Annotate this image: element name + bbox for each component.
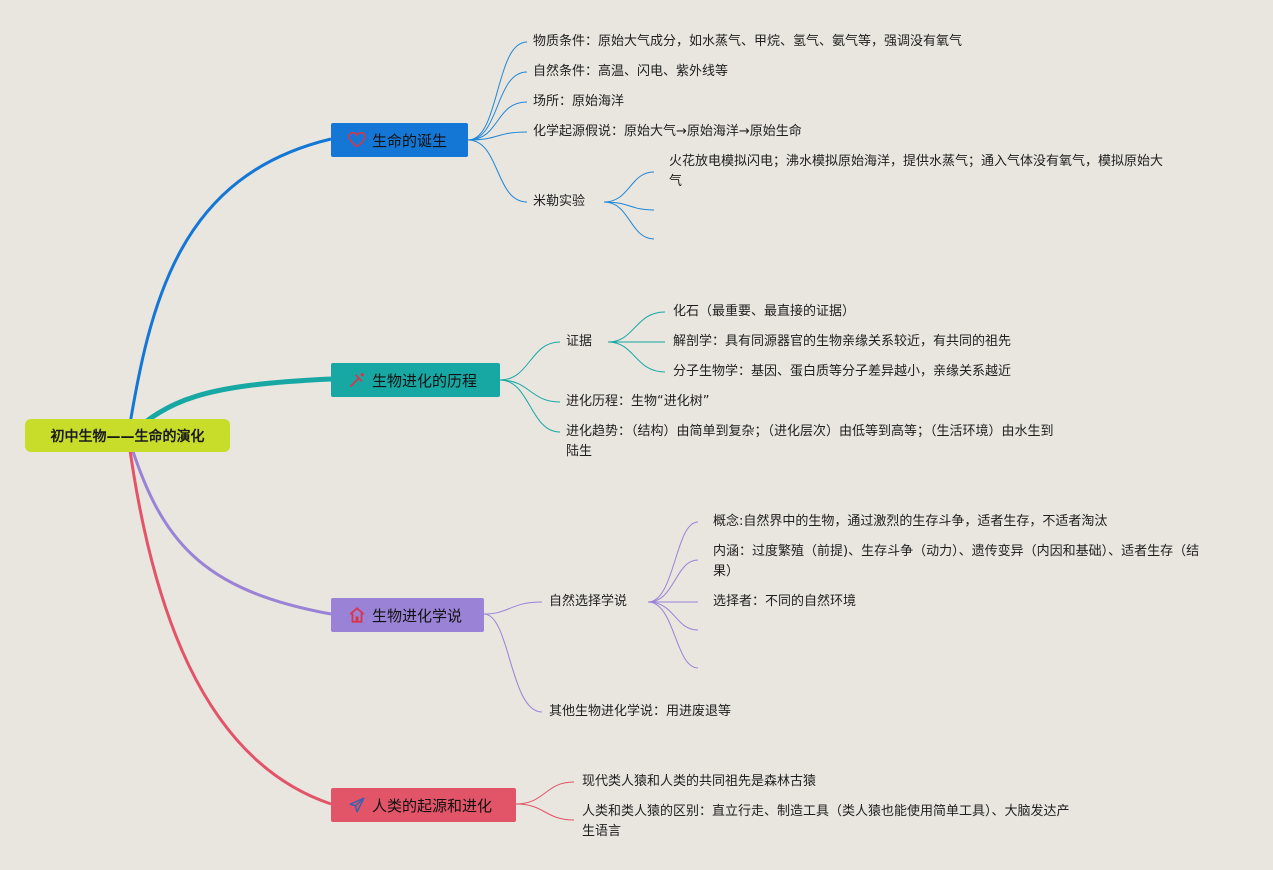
leaf-evidence[interactable]: 证据	[566, 334, 593, 349]
leaf-other-theories[interactable]: 其他生物进化学说：用进废退等	[549, 704, 732, 719]
branch-label: 人类的起源和进化	[372, 796, 493, 815]
branch-evolution-theory[interactable]: 生物进化学说	[331, 598, 484, 632]
leaf-location[interactable]: 场所：原始海洋	[533, 94, 625, 109]
leaf-natural-selection[interactable]: 自然选择学说	[549, 594, 628, 609]
connector-root-branch3	[126, 435, 332, 616]
tools-icon	[347, 370, 367, 390]
leaf-selector[interactable]: 选择者：不同的自然环境	[713, 594, 857, 609]
branch-label: 生命的诞生	[372, 131, 448, 150]
leaf-fossil[interactable]: 化石（最重要、最直接的证据）	[673, 304, 856, 319]
heart-icon	[347, 130, 367, 150]
rocket-icon	[347, 795, 367, 815]
leaf-miller-experiment[interactable]: 米勒实验	[533, 194, 586, 209]
leaf-miller-detail[interactable]: 火花放电模拟闪电；沸水模拟原始海洋，提供水蒸气；通入气体没有氧气，模拟原始大气	[669, 154, 1164, 189]
branch-label: 生物进化的历程	[372, 371, 478, 390]
leaf-connotation[interactable]: 内涵：过度繁殖（前提)、生存斗争（动力）、遗传变异（内因和基础）、适者生存（结果…	[713, 544, 1200, 579]
connector-root-branch1	[126, 137, 332, 437]
leaf-molecular-biology[interactable]: 分子生物学：基因、蛋白质等分子差异越小，亲缘关系越近	[673, 364, 1012, 379]
leaf-human-ape-difference[interactable]: 人类和类人猿的区别：直立行走、制造工具（类人猿也能使用简单工具）、大脑发达产生语…	[582, 804, 1070, 839]
branch-human-origin[interactable]: 人类的起源和进化	[331, 788, 516, 822]
home-icon	[347, 605, 367, 625]
leaf-evolution-trend[interactable]: 进化趋势：（结构）由简单到复杂；（进化层次）由低等到高等；（生活环境）由水生到陆…	[566, 424, 1054, 459]
leaf-evolution-tree[interactable]: 进化历程：生物“进化树”	[566, 394, 710, 409]
leaf-common-ancestor[interactable]: 现代类人猿和人类的共同祖先是森林古猿	[582, 774, 817, 789]
branch-life-origin[interactable]: 生命的诞生	[331, 123, 468, 157]
leaf-natural-conditions[interactable]: 自然条件：高温、闪电、紫外线等	[533, 64, 729, 79]
root-topic[interactable]: 初中生物——生命的演化	[25, 419, 230, 452]
connector-root-branch4	[126, 435, 332, 806]
root-title: 初中生物——生命的演化	[50, 428, 205, 445]
branch-evolution-history[interactable]: 生物进化的历程	[331, 363, 500, 397]
leaf-anatomy[interactable]: 解剖学：具有同源器官的生物亲缘关系较近，有共同的祖先	[673, 334, 1012, 349]
branch-label: 生物进化学说	[372, 606, 463, 625]
leaf-concept[interactable]: 概念:自然界中的生物，通过激烈的生存斗争，适者生存，不适者淘汰	[713, 514, 1108, 529]
leaf-chemical-origin[interactable]: 化学起源假说：原始大气→原始海洋→原始生命	[533, 124, 802, 139]
leaf-material-conditions[interactable]: 物质条件：原始大气成分，如水蒸气、甲烷、氢气、氨气等，强调没有氧气	[533, 34, 963, 49]
